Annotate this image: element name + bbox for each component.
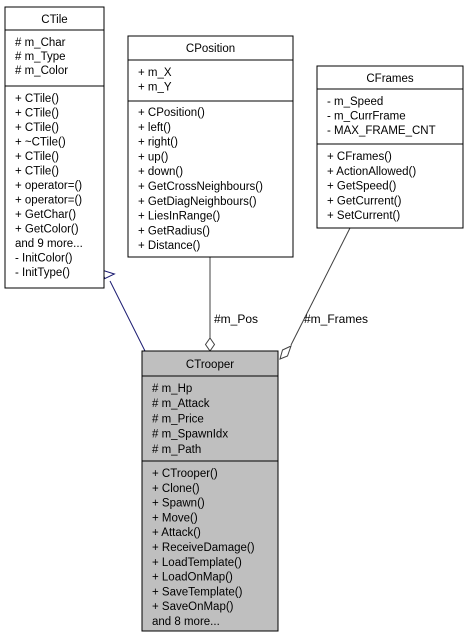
attribute-item: # m_Char <box>15 37 66 49</box>
attribute-item: # m_Hp <box>152 383 192 395</box>
method-item: + GetDiagNeighbours() <box>138 196 257 208</box>
method-item: + Attack() <box>152 527 201 539</box>
method-item: + CTrooper() <box>152 468 218 480</box>
method-item: + ReceiveDamage() <box>152 542 255 554</box>
method-item: + LoadTemplate() <box>152 557 242 569</box>
method-item: + ~CTile() <box>15 137 66 149</box>
inheritance-edge-ctile-ctrooper <box>100 269 146 352</box>
association-edge-cframes-ctrooper: #m_Frames <box>279 227 368 360</box>
method-item: + down() <box>138 166 183 178</box>
attribute-item: # m_Attack <box>152 398 210 410</box>
method-item: + left() <box>138 122 171 134</box>
class-name-cframes: CFrames <box>366 73 414 85</box>
method-item: + CTile() <box>15 122 59 134</box>
method-item: + up() <box>138 151 169 163</box>
association-edge-cposition-ctrooper: #m_Pos <box>204 257 258 352</box>
attribute-item: # m_Price <box>152 413 204 425</box>
method-item: + CTile() <box>15 166 59 178</box>
class-box-cframes: CFrames - m_Speed - m_CurrFrame - MAX_FRAM… <box>316 65 464 229</box>
cposition-methods-list: + CPosition() + left() + right() + up() + do… <box>138 107 263 252</box>
method-item: + CTile() <box>15 93 59 105</box>
method-item: + CTile() <box>15 108 59 120</box>
attribute-item: + m_X <box>138 67 172 79</box>
cframes-attributes-list: - m_Speed - m_CurrFrame - MAX_FRAME_CNT <box>327 96 436 137</box>
method-item: and 8 more... <box>152 616 220 628</box>
method-item: + operator=() <box>15 180 82 192</box>
attribute-item: # m_Path <box>152 444 201 456</box>
method-item: + SaveOnMap() <box>152 601 234 613</box>
method-item: + Distance() <box>138 240 200 252</box>
method-item: + CTile() <box>15 151 59 163</box>
method-item: + GetCrossNeighbours() <box>138 181 263 193</box>
method-item: + CFrames() <box>327 151 392 163</box>
method-item: + ActionAllowed() <box>327 166 416 178</box>
class-name-ctrooper: CTrooper <box>186 359 234 371</box>
attribute-item: - MAX_FRAME_CNT <box>327 125 436 137</box>
class-box-cposition: CPosition + m_X + m_Y + CPosition() + left… <box>127 35 294 258</box>
attribute-item: # m_Color <box>15 65 68 77</box>
edge-label-m-pos: #m_Pos <box>214 312 258 326</box>
ctrooper-methods-list: + CTrooper() + Clone() + Spawn() + Move() + … <box>152 468 255 628</box>
method-item: + right() <box>138 137 178 149</box>
cframes-methods-list: + CFrames() + ActionAllowed() + GetSpeed()… <box>327 151 416 222</box>
attribute-item: # m_Type <box>15 51 66 63</box>
ctile-attributes-list: # m_Char # m_Type # m_Color <box>15 37 68 77</box>
method-item: + Spawn() <box>152 498 205 510</box>
method-item: + SetCurrent() <box>327 210 400 222</box>
method-item: + Move() <box>152 512 198 524</box>
attribute-item: - m_Speed <box>327 96 383 108</box>
edge-label-m-frames: #m_Frames <box>304 312 368 326</box>
method-item: and 9 more... <box>15 238 83 250</box>
attribute-item: + m_Y <box>138 82 172 94</box>
class-box-ctrooper: CTrooper # m_Hp # m_Attack # m_Price # m_Sp… <box>141 350 279 632</box>
method-item: + SaveTemplate() <box>152 586 243 598</box>
cposition-attributes-list: + m_X + m_Y <box>138 67 172 94</box>
ctile-methods-list: + CTile() + CTile() + CTile() + ~CTile() + C… <box>15 93 83 279</box>
method-item: + LiesInRange() <box>138 211 220 223</box>
method-item: - InitType() <box>15 267 70 279</box>
class-box-ctile: CTile # m_Char # m_Type # m_Color + CTile(… <box>4 6 105 289</box>
method-item: + GetRadius() <box>138 225 210 237</box>
method-item: + Clone() <box>152 483 200 495</box>
class-name-ctile: CTile <box>41 14 67 26</box>
method-item: + GetSpeed() <box>327 181 397 193</box>
method-item: + GetChar() <box>15 209 76 221</box>
attribute-item: # m_SpawnIdx <box>152 429 228 441</box>
method-item: + LoadOnMap() <box>152 572 233 584</box>
method-item: - InitColor() <box>15 253 73 265</box>
method-item: + CPosition() <box>138 107 205 119</box>
ctrooper-attributes-list: # m_Hp # m_Attack # m_Price # m_SpawnIdx # m… <box>152 383 228 456</box>
method-item: + GetCurrent() <box>327 195 402 207</box>
method-item: + GetColor() <box>15 224 79 236</box>
attribute-item: - m_CurrFrame <box>327 111 406 123</box>
method-item: + operator=() <box>15 195 82 207</box>
class-name-cposition: CPosition <box>186 43 235 55</box>
